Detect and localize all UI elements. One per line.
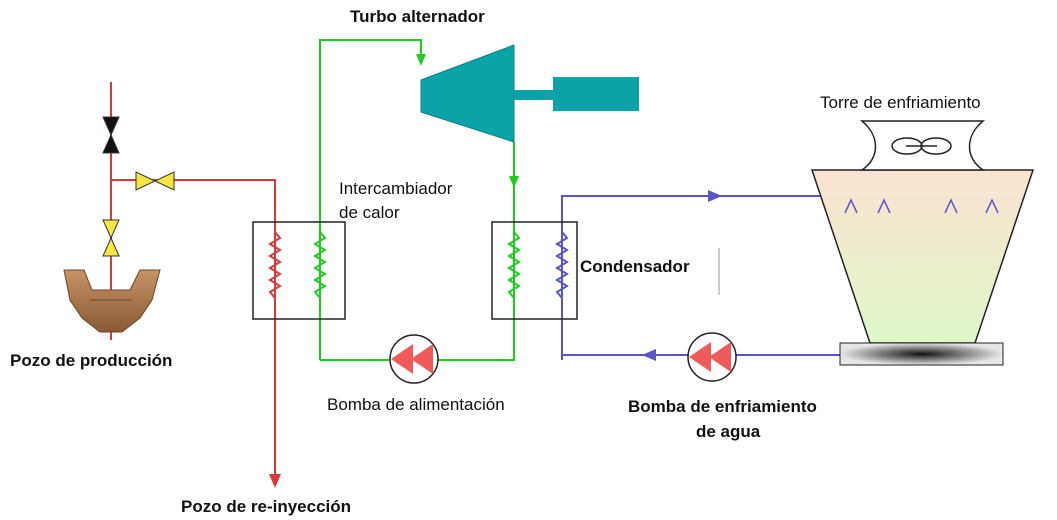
bomba-enfriamiento-label-line2: de agua <box>696 422 761 441</box>
heat-exchanger-icon <box>252 221 346 320</box>
sprinkler-icon <box>844 198 999 214</box>
geothermal-coil <box>268 231 282 299</box>
working-fluid-pipes <box>319 39 515 361</box>
flow-arrow-icon <box>708 190 722 202</box>
fan-icon <box>891 137 952 155</box>
valve-icon <box>102 219 120 257</box>
cooling-basin <box>839 342 1004 366</box>
flow-arrow-icon <box>416 54 426 66</box>
turbine-exhaust-pipe <box>320 142 515 361</box>
vapor-to-turbine-pipe <box>319 39 422 360</box>
condenser-icon <box>491 221 578 320</box>
turbine-icon <box>420 44 639 143</box>
intercambiador-label-line1: Intercambiador <box>339 179 453 198</box>
working-fluid-coil-exchanger <box>313 231 327 299</box>
bomba-alimentacion-label: Bomba de alimentación <box>327 395 505 414</box>
bomba-enfriamiento-label-line1: Bomba de enfriamiento <box>628 397 817 416</box>
well-icon <box>63 269 161 333</box>
turbo-alternador-label: Turbo alternador <box>350 7 485 26</box>
generator-icon <box>553 77 639 111</box>
cooling-coil-condenser <box>555 231 569 299</box>
working-fluid-coil-condenser <box>507 231 521 299</box>
pozo-reinyeccion-label: Pozo de re-inyección <box>181 497 351 516</box>
pump-icon <box>687 332 737 382</box>
flow-arrow-icon <box>642 349 656 361</box>
valve-icon <box>135 171 175 191</box>
geothermal-supply-pipe <box>111 179 276 478</box>
torre-enfriamiento-label: Torre de enfriamiento <box>820 93 981 112</box>
flow-arrow-icon <box>509 176 519 188</box>
pozo-produccion-label: Pozo de producción <box>10 351 172 370</box>
valve-icon <box>102 116 120 154</box>
intercambiador-label-line2: de calor <box>339 203 400 222</box>
reinjection-arrow-icon <box>269 474 281 488</box>
condensador-label: Condensador <box>580 257 690 276</box>
pump-icon <box>389 334 439 384</box>
cooling-tower-icon <box>810 120 1035 366</box>
